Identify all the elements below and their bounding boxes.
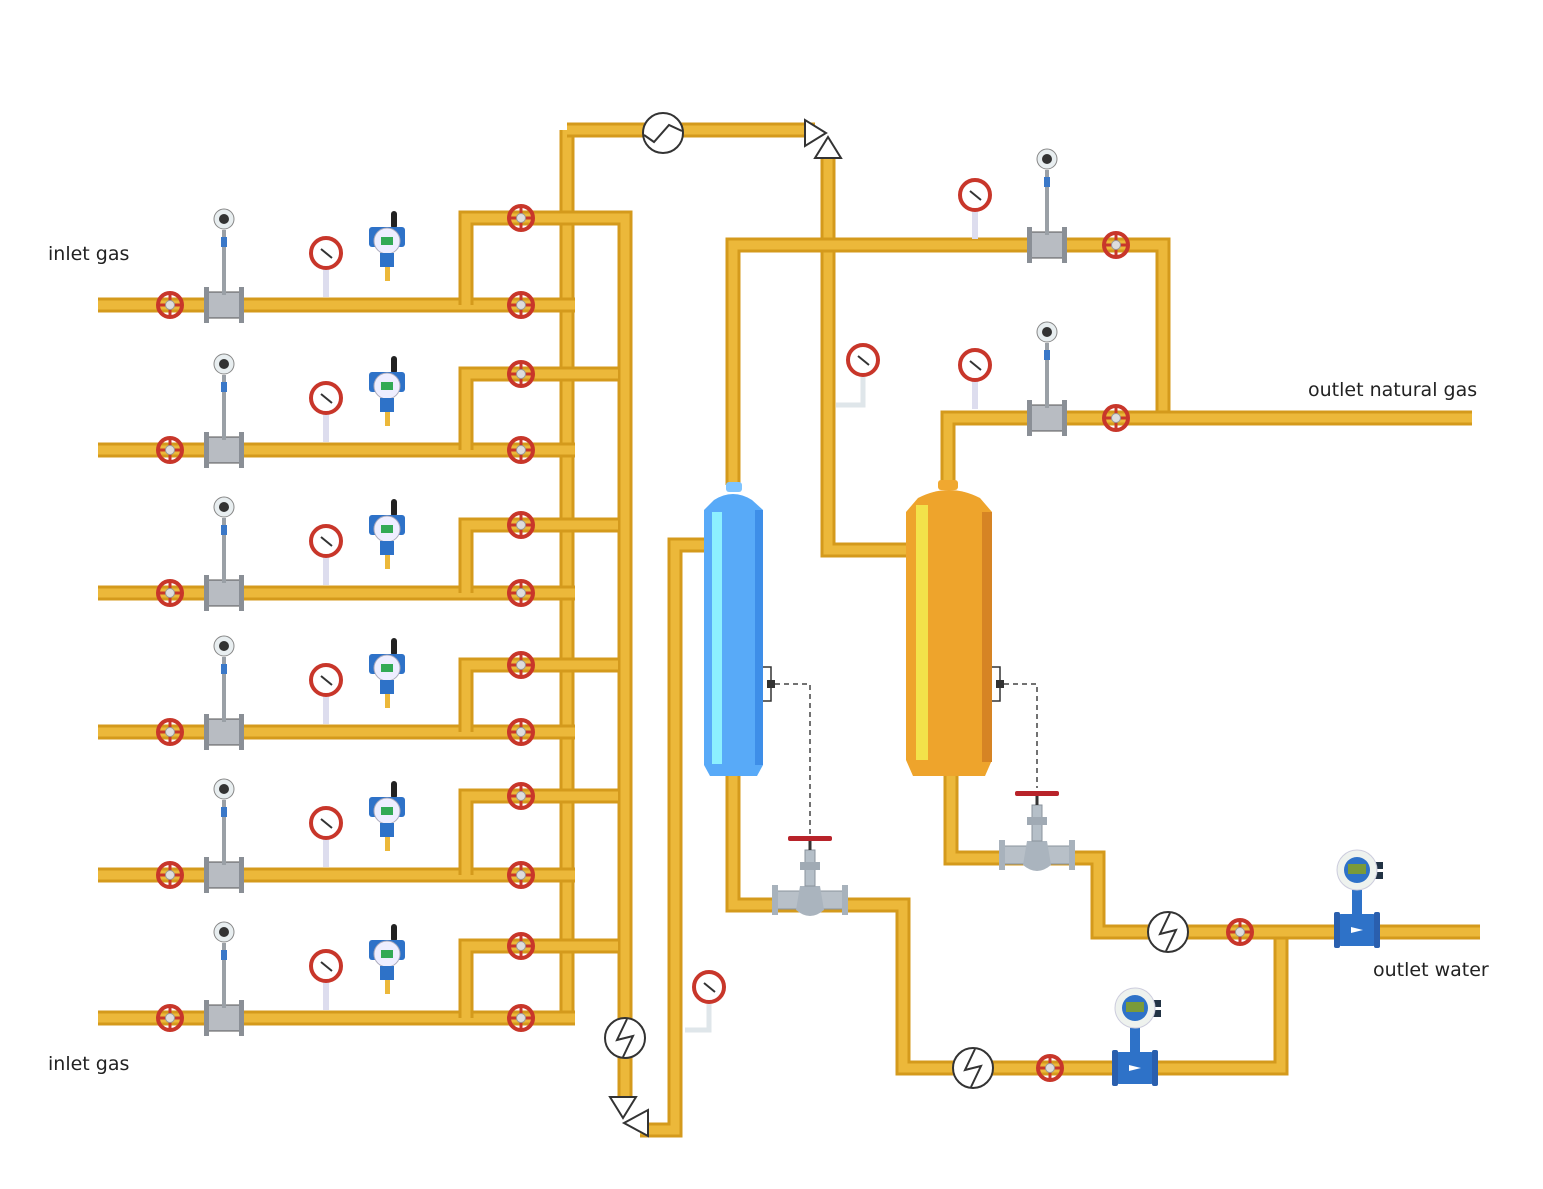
hand-valve-icon[interactable] — [1102, 231, 1130, 259]
magnetic-flowmeter-icon — [1112, 987, 1161, 1086]
gas-line-upper — [725, 237, 1171, 485]
label-inlet-gas-top: inlet gas — [48, 243, 129, 265]
return-pipe — [640, 537, 704, 1138]
check-valve-icon — [813, 135, 843, 159]
hand-valve-icon[interactable] — [156, 291, 184, 319]
pressure-gauge-icon — [309, 236, 343, 297]
hand-valve-icon[interactable] — [507, 291, 535, 319]
pressure-gauge-icon — [958, 348, 992, 409]
magnetic-flowmeter-icon — [1334, 849, 1383, 948]
hand-valve-icon[interactable] — [507, 1004, 535, 1032]
vortex-flowmeter-icon — [1027, 321, 1067, 436]
feed-orange-pipe — [820, 150, 907, 558]
pipes — [98, 122, 1480, 1138]
vortex-flowmeter-icon — [204, 496, 244, 611]
pressure-gauge-icon — [309, 381, 343, 442]
vortex-flowmeter-icon — [1027, 148, 1067, 263]
bypass-pipe — [458, 938, 618, 1018]
pressure-transmitter-icon — [369, 924, 405, 994]
bypass-pipe — [458, 366, 618, 450]
gate-valve-icon[interactable] — [772, 836, 848, 916]
water-outlet-pipe — [943, 776, 1480, 940]
hand-valve-icon[interactable] — [507, 204, 535, 232]
heat-exchanger-icon — [952, 1047, 994, 1089]
pressure-gauge-icon — [309, 949, 343, 1010]
hand-valve-icon[interactable] — [156, 1004, 184, 1032]
heat-exchanger-icon — [604, 1017, 646, 1059]
pressure-gauge-icon — [685, 970, 726, 1033]
vortex-flowmeter-icon — [204, 635, 244, 750]
blue-separator-vessel — [704, 482, 763, 776]
gas-outlet-pipe — [940, 410, 1472, 485]
hand-valve-icon[interactable] — [156, 436, 184, 464]
level-sensor-icon — [992, 666, 1038, 788]
hand-valve-icon[interactable] — [156, 718, 184, 746]
heat-exchanger-icon — [642, 112, 684, 154]
hand-valve-icon[interactable] — [507, 718, 535, 746]
hand-valve-icon[interactable] — [1036, 1054, 1064, 1082]
hand-valve-icon[interactable] — [156, 579, 184, 607]
pressure-gauge-icon — [309, 806, 343, 867]
bypass-pipe — [458, 788, 618, 875]
hand-valve-icon[interactable] — [507, 861, 535, 889]
hand-valve-icon[interactable] — [1102, 404, 1130, 432]
hand-valve-icon[interactable] — [507, 932, 535, 960]
hand-valve-icon[interactable] — [507, 360, 535, 388]
pressure-transmitter-icon — [369, 499, 405, 569]
pressure-gauge-icon — [836, 343, 880, 408]
pressure-transmitter-icon — [369, 781, 405, 851]
check-valve-icon — [621, 1108, 649, 1138]
vortex-flowmeter-icon — [204, 208, 244, 323]
check-valve-icon — [804, 118, 828, 148]
level-sensor-icon — [763, 666, 811, 835]
equipment — [156, 112, 1383, 1138]
hand-valve-icon[interactable] — [1226, 918, 1254, 946]
label-outlet-natural-gas: outlet natural gas — [1308, 379, 1477, 401]
water-line-lower — [725, 776, 1289, 1076]
hand-valve-icon[interactable] — [507, 651, 535, 679]
pressure-gauge-icon — [309, 663, 343, 724]
pressure-transmitter-icon — [369, 356, 405, 426]
vortex-flowmeter-icon — [204, 921, 244, 1036]
label-outlet-water: outlet water — [1373, 959, 1489, 981]
hand-valve-icon[interactable] — [156, 861, 184, 889]
vortex-flowmeter-icon — [204, 353, 244, 468]
pressure-gauge-icon — [958, 178, 992, 239]
bypass-pipe — [458, 210, 618, 305]
pressure-transmitter-icon — [369, 211, 405, 281]
orange-separator-vessel — [906, 480, 992, 776]
heat-exchanger-icon — [1147, 911, 1189, 953]
hand-valve-icon[interactable] — [507, 511, 535, 539]
pressure-gauge-icon — [309, 524, 343, 585]
vortex-flowmeter-icon — [204, 778, 244, 893]
pressure-transmitter-icon — [369, 638, 405, 708]
gate-valve-icon[interactable] — [999, 791, 1075, 871]
hand-valve-icon[interactable] — [507, 782, 535, 810]
hand-valve-icon[interactable] — [507, 579, 535, 607]
hand-valve-icon[interactable] — [507, 436, 535, 464]
bypass-pipe — [458, 657, 618, 732]
bypass-pipe — [458, 517, 618, 593]
label-inlet-gas-bottom: inlet gas — [48, 1053, 129, 1075]
check-valve-icon — [608, 1096, 638, 1120]
